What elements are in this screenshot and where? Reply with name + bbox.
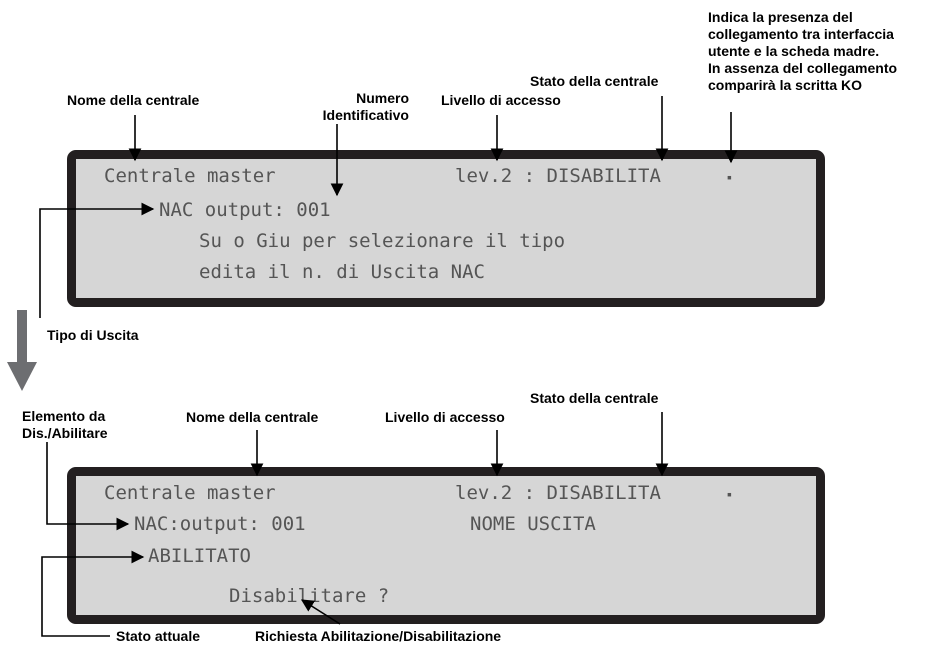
arrow-tipo-uscita [39, 202, 155, 318]
lcd-top-instruction-1: Su o Giu per selezionare il tipo [199, 230, 566, 252]
lcd-bottom-prompt: Disabilitare ? [229, 585, 390, 607]
label-tipo-uscita: Tipo di Uscita [47, 327, 139, 343]
lcd-bottom-current-state: ABILITATO [148, 545, 251, 567]
lcd-bottom-panel-name: Centrale master [104, 482, 276, 504]
transition-down-arrow [7, 310, 37, 391]
arrow-elemento [46, 442, 130, 531]
label-nome-centrale-bottom: Nome della centrale [186, 409, 319, 425]
label-stato-attuale: Stato attuale [116, 628, 201, 644]
label-nome-centrale-top: Nome della centrale [67, 92, 200, 108]
label-stato-centrale-bottom: Stato della centrale [530, 390, 659, 406]
arrow-stato-attuale [41, 550, 145, 637]
lcd-top-instruction-2: edita il n. di Uscita NAC [199, 261, 485, 283]
label-stato-centrale-top: Stato della centrale [530, 73, 659, 89]
label-collegamento-note: Indica la presenza del collegamento tra … [708, 9, 898, 93]
lcd-top-access-level-status: lev.2 : DISABILITA [455, 165, 661, 187]
link-status-icon: ▪ [727, 486, 732, 502]
lcd-top-panel-name: Centrale master [104, 165, 276, 187]
lcd-top-nac-output: NAC output: 001 [159, 199, 331, 221]
arrow-richiesta [300, 599, 341, 625]
link-status-icon: ▪ [727, 169, 732, 185]
label-numero-identificativo: Numero Identificativo [322, 90, 409, 123]
lcd-display-top [67, 150, 825, 307]
lcd-bottom-nac-output: NAC:output: 001 [134, 513, 306, 535]
lcd-display-bottom [67, 467, 825, 624]
label-livello-accesso-bottom: Livello di accesso [385, 409, 505, 425]
lcd-bottom-output-name: NOME USCITA [470, 513, 596, 535]
label-elemento-da-disabilitare: Elemento da Dis./Abilitare [22, 408, 108, 441]
label-richiesta-abilitazione: Richiesta Abilitazione/Disabilitazione [255, 628, 502, 644]
lcd-bottom-access-level-status: lev.2 : DISABILITA [455, 482, 661, 504]
label-livello-accesso-top: Livello di accesso [441, 92, 561, 108]
